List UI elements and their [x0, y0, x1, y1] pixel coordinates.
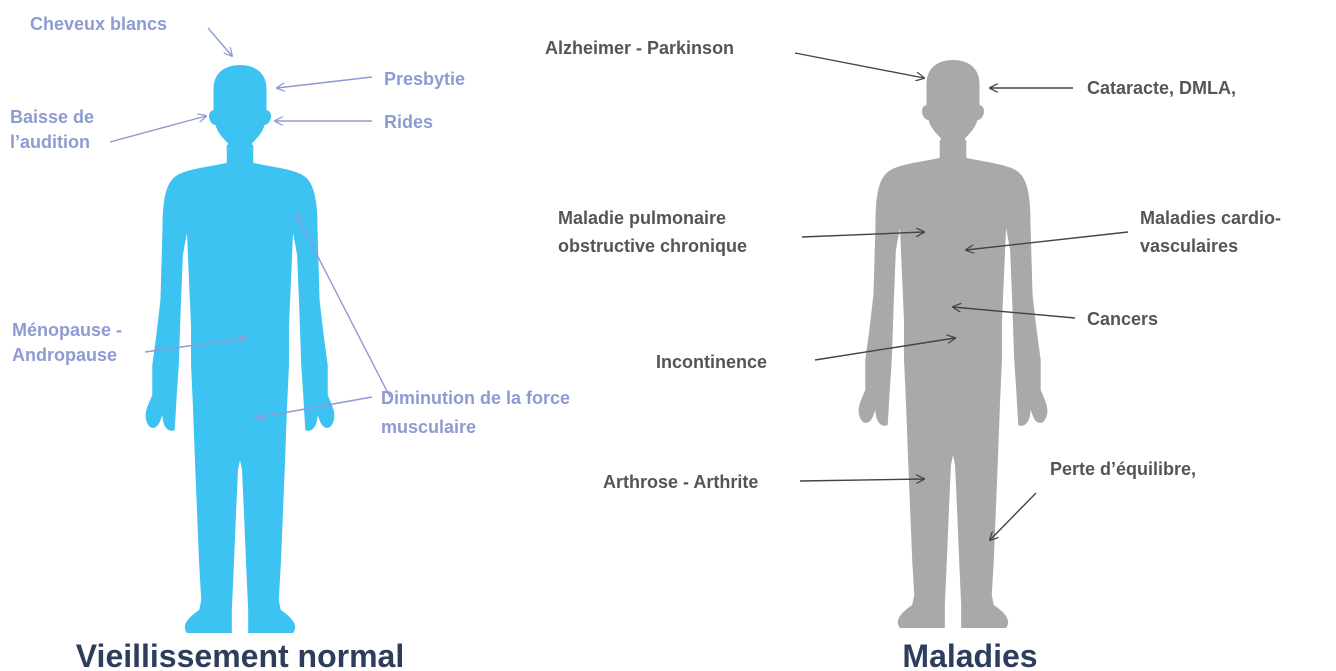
label-force-1: Diminution de la force — [381, 388, 570, 408]
label-menopause-2: Andropause — [12, 345, 117, 365]
disease-body-silhouette — [859, 60, 1048, 628]
caption-normal: Vieillissement normal — [76, 638, 404, 671]
normal-body-silhouette — [146, 65, 335, 633]
arrow-equilibre — [990, 493, 1036, 540]
label-cancers: Cancers — [1087, 309, 1158, 329]
label-menopause-1: Ménopause - — [12, 320, 122, 340]
label-pulmonaire-2: obstructive chronique — [558, 236, 747, 256]
label-cardio-1: Maladies cardio- — [1140, 208, 1281, 228]
label-alzheimer: Alzheimer - Parkinson — [545, 38, 734, 58]
label-cataracte: Cataracte, DMLA, — [1087, 78, 1236, 98]
arrow-presbytie — [277, 77, 372, 88]
arrow-arthrose — [800, 479, 924, 481]
arrow-cheveux — [208, 28, 232, 56]
label-incontinence: Incontinence — [656, 352, 767, 372]
label-perte-equilibre: Perte d’équilibre, — [1050, 459, 1196, 479]
caption-maladies: Maladies — [902, 638, 1037, 671]
label-rides: Rides — [384, 112, 433, 132]
label-cheveux-blancs: Cheveux blancs — [30, 14, 167, 34]
arrow-alzheimer — [795, 53, 924, 78]
label-presbytie: Presbytie — [384, 69, 465, 89]
label-pulmonaire-1: Maladie pulmonaire — [558, 208, 726, 228]
label-baisse-audition-1: Baisse de — [10, 107, 94, 127]
label-arthrose: Arthrose - Arthrite — [603, 472, 758, 492]
label-cardio-2: vasculaires — [1140, 236, 1238, 256]
label-force-2: musculaire — [381, 417, 476, 437]
arrow-audition — [110, 116, 206, 142]
label-baisse-audition-2: l’audition — [10, 132, 90, 152]
